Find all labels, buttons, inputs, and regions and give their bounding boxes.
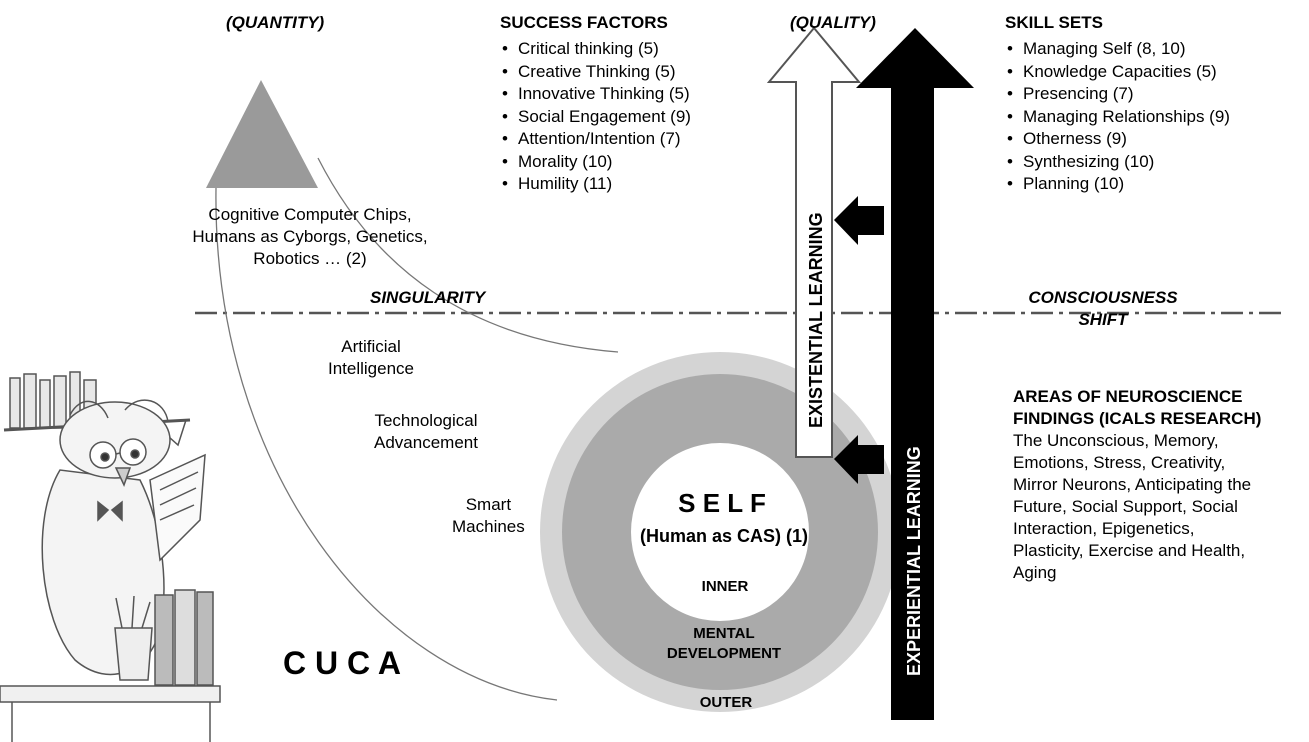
inner-label: INNER (701, 578, 749, 595)
skill-set-item: Managing Self (8, 10) (1005, 38, 1230, 61)
artificial-intelligence-label: Artificial Intelligence (328, 336, 414, 380)
neuroscience-line: The Unconscious, Memory, (1013, 431, 1219, 450)
neuroscience-block: AREAS OF NEUROSCIENCE FINDINGS (ICALS RE… (1013, 386, 1261, 584)
success-factors-heading: SUCCESS FACTORS (500, 13, 668, 32)
cuca-label: C U C A (283, 645, 401, 681)
smart-machines-label: Smart Machines (452, 494, 525, 538)
neuroscience-line: Interaction, Epigenetics, (1013, 519, 1195, 538)
technologies-line: Humans as Cyborgs, Genetics, (192, 227, 428, 246)
experiential-learning-arrow (856, 28, 974, 720)
ai-line: Artificial (341, 337, 401, 356)
quality-heading: (QUALITY) (790, 13, 876, 32)
owl-illustration (0, 371, 221, 742)
neuroscience-line: Mirror Neurons, Anticipating the (1013, 475, 1252, 494)
success-factor-item: Critical thinking (5) (500, 38, 691, 61)
connector-arrow-upper (834, 196, 884, 245)
skill-set-item: Otherness (9) (1005, 128, 1230, 151)
neuroscience-line: Emotions, Stress, Creativity, (1013, 453, 1226, 472)
existential-learning-label: EXISTENTIAL LEARNING (806, 212, 826, 428)
neuroscience-line: Future, Social Support, Social (1013, 497, 1238, 516)
technological-advancement-label: Technological Advancement (374, 410, 478, 454)
self-subtitle: (Human as CAS) (1) (639, 526, 809, 546)
outer-curve (215, 187, 558, 701)
skill-sets-list: Managing Self (8, 10) Knowledge Capaciti… (1005, 38, 1230, 196)
connector-arrow-lower (834, 435, 884, 484)
technologies-line: Robotics … (2) (253, 249, 367, 268)
skill-set-item: Knowledge Capacities (5) (1005, 61, 1230, 84)
success-factor-item: Humility (11) (500, 173, 691, 196)
smart-line: Smart (465, 495, 512, 514)
consciousness-shift-label: CONSCIOUSNESS SHIFT (1028, 287, 1177, 331)
outer-label: OUTER (699, 694, 753, 711)
ai-line: Intelligence (328, 359, 415, 378)
technologies-text: Cognitive Computer Chips, Humans as Cybo… (192, 204, 427, 270)
skill-set-item: Managing Relationships (9) (1005, 106, 1230, 129)
skill-set-item: Planning (10) (1005, 173, 1230, 196)
success-factors-list: Critical thinking (5) Creative Thinking … (500, 38, 691, 196)
technologies-line: Cognitive Computer Chips, (208, 205, 412, 224)
tech-line: Technological (374, 411, 478, 430)
inner-curve (317, 157, 619, 353)
singularity-label: SINGULARITY (370, 288, 486, 307)
consciousness-line: SHIFT (1078, 310, 1128, 329)
success-factor-item: Social Engagement (9) (500, 106, 691, 129)
skill-set-item: Synthesizing (10) (1005, 151, 1230, 174)
inner-self-circle (631, 443, 809, 621)
success-factor-item: Attention/Intention (7) (500, 128, 691, 151)
existential-learning-arrow (766, 26, 862, 458)
consciousness-line: CONSCIOUSNESS (1028, 288, 1178, 307)
neuroscience-title: FINDINGS (ICALS RESEARCH) (1013, 409, 1262, 428)
neuroscience-line: Aging (1013, 563, 1057, 582)
skill-sets-heading: SKILL SETS (1005, 13, 1103, 32)
quantity-heading: (QUANTITY) (226, 13, 325, 32)
tech-line: Advancement (374, 433, 478, 452)
success-factor-item: Creative Thinking (5) (500, 61, 691, 84)
smart-line: Machines (452, 517, 525, 536)
neuroscience-line: Plasticity, Exercise and Health, (1013, 541, 1246, 560)
mental-line: MENTAL (693, 625, 755, 642)
self-title: S E L F (678, 488, 766, 518)
experiential-learning-label: EXPERIENTIAL LEARNING (904, 446, 924, 676)
success-factor-item: Innovative Thinking (5) (500, 83, 691, 106)
mental-line: DEVELOPMENT (666, 645, 782, 662)
neuroscience-title: AREAS OF NEUROSCIENCE (1013, 387, 1243, 406)
success-factor-item: Morality (10) (500, 151, 691, 174)
skill-set-item: Presencing (7) (1005, 83, 1230, 106)
mental-development-label: MENTAL DEVELOPMENT (667, 624, 781, 664)
quantity-triangle (206, 80, 318, 188)
